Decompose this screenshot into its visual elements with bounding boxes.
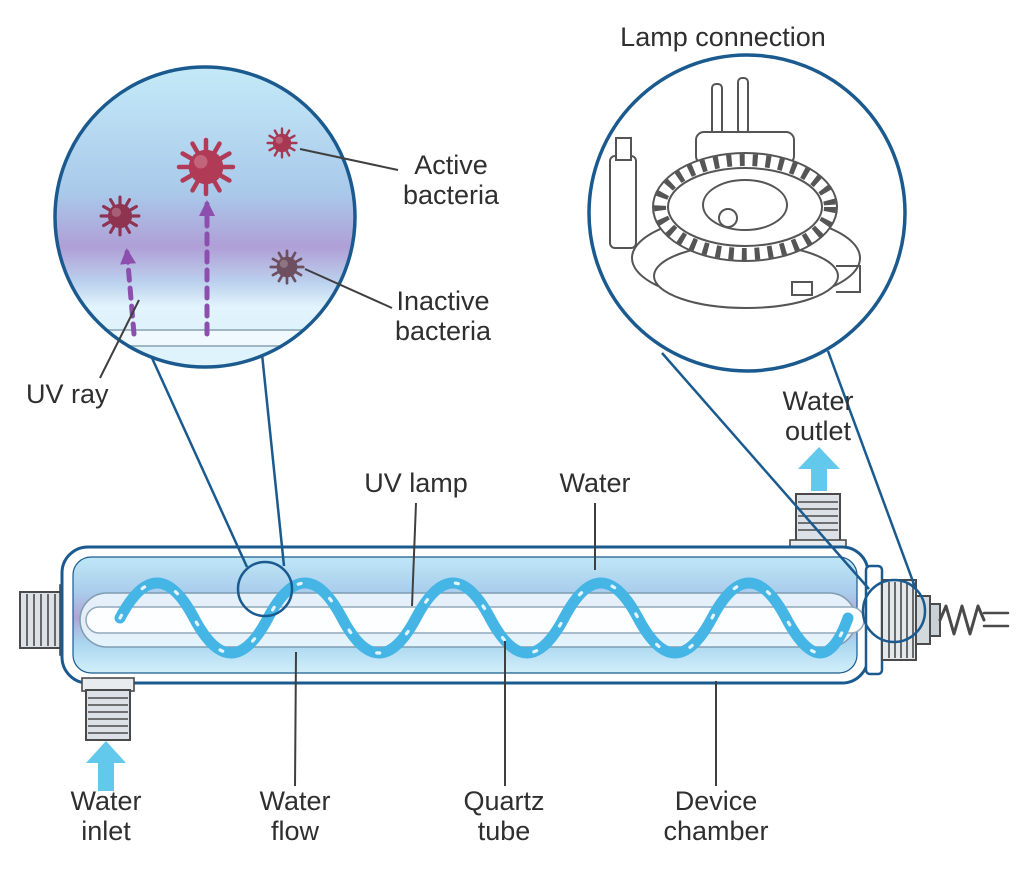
pointer-inactive-bacteria xyxy=(304,268,393,309)
label-device-chamber: Device chamber xyxy=(663,786,769,847)
uv-ray-arrow xyxy=(120,248,137,337)
water-outlet-port xyxy=(789,493,847,553)
callout-line-right-b xyxy=(826,350,917,588)
flow-highlight-dashes xyxy=(118,581,850,655)
pointer-active-bacteria xyxy=(299,148,399,171)
center-hole xyxy=(718,208,738,228)
lamp-connection-circle xyxy=(587,53,907,373)
callout-line-right-a xyxy=(661,352,870,590)
label-lamp-connection: Lamp connection xyxy=(620,22,826,52)
thread-ribs xyxy=(88,697,128,734)
magnifier-target-circle xyxy=(236,560,294,618)
magnified-tube-wall xyxy=(55,330,355,346)
pointer-uv-lamp xyxy=(411,502,417,607)
screw-detail xyxy=(791,281,813,296)
thread-ribs xyxy=(26,594,56,646)
label-water-flow: Water flow xyxy=(259,786,331,847)
callout-lines xyxy=(150,350,917,590)
pointer-uv-ray xyxy=(99,299,140,379)
lamp-plug-assembly xyxy=(864,564,931,676)
lamp-pin xyxy=(711,83,723,137)
device-chamber-assembly xyxy=(19,447,1010,791)
label-uv-lamp: UV lamp xyxy=(364,468,468,498)
ribbed-ring-teeth xyxy=(654,154,836,260)
power-cord xyxy=(929,603,1010,637)
plug-ribs xyxy=(888,582,914,658)
thread-ribs xyxy=(798,501,838,531)
water-inlet-port xyxy=(81,677,135,741)
label-uv-ray: UV ray xyxy=(26,379,109,409)
label-active-bacteria: Active bacteria xyxy=(402,150,500,211)
label-inactive-bacteria: Inactive bacteria xyxy=(394,286,492,347)
label-water-outlet: Water outlet xyxy=(782,386,854,447)
water-flow-wave xyxy=(114,577,854,659)
side-bracket-tab xyxy=(615,137,632,161)
plug-target-circle xyxy=(861,578,927,644)
label-quartz-tube: Quartz tube xyxy=(463,786,545,847)
callout-line-left-b xyxy=(260,353,286,567)
outlet-flow-arrow xyxy=(798,447,840,491)
label-water: Water xyxy=(559,468,631,498)
uv-ray-arrows xyxy=(120,200,215,337)
callout-line-left-a xyxy=(150,357,249,568)
magnifier-circle-outline xyxy=(53,65,357,369)
lamp-connector-sketch xyxy=(609,77,861,309)
label-water-inlet: Water inlet xyxy=(70,786,142,847)
right-tab xyxy=(836,265,861,293)
ring-center-detail xyxy=(702,179,788,231)
inlet-flow-arrow xyxy=(86,741,126,791)
pointer-lines xyxy=(99,148,717,787)
pointer-water-flow xyxy=(294,651,297,787)
side-bracket xyxy=(609,155,637,249)
lamp-pin xyxy=(737,77,749,135)
